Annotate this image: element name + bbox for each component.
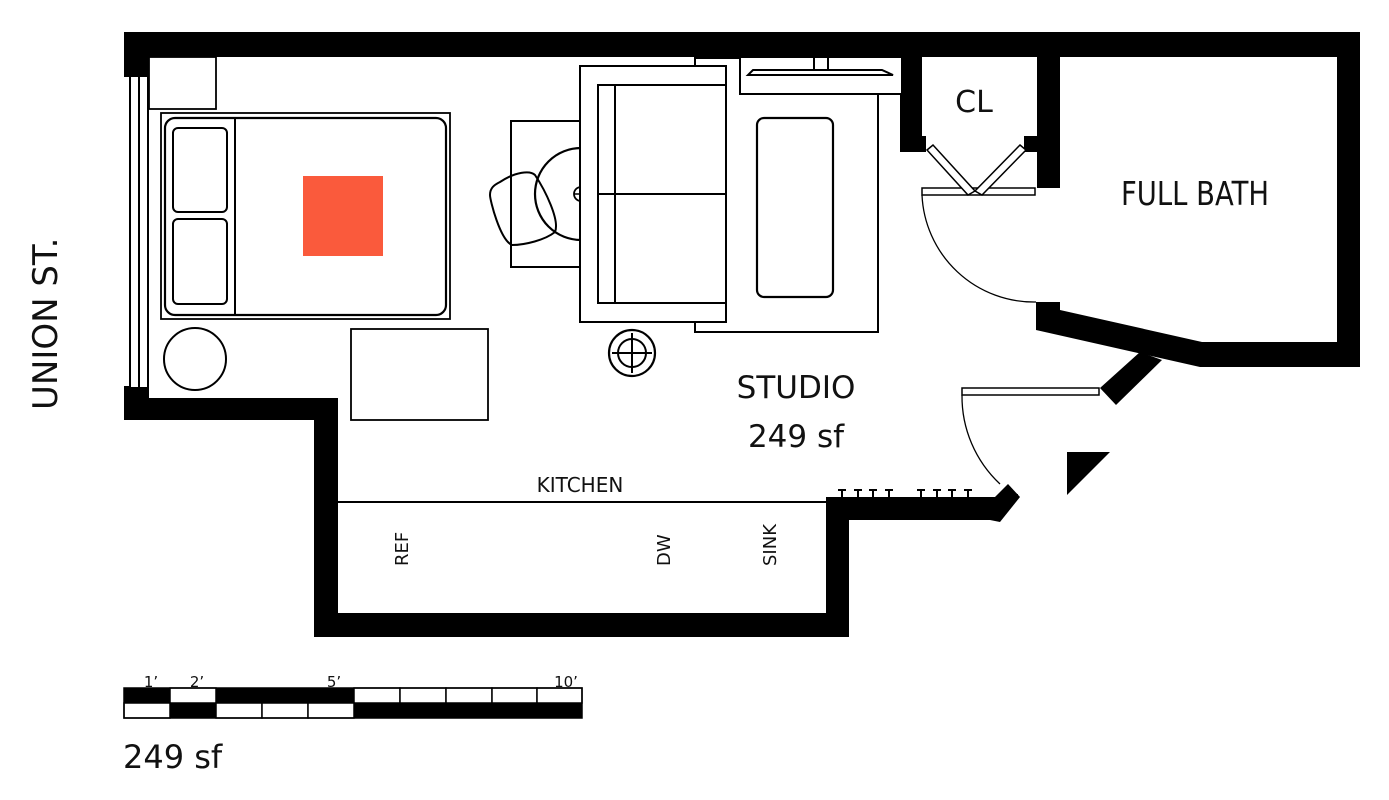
scale-tick-5: 5’	[327, 673, 341, 691]
side-table	[163, 327, 227, 391]
ottoman	[350, 328, 489, 421]
closet-bifold-door[interactable]	[921, 143, 1036, 196]
dw-label: DW	[654, 534, 675, 566]
walls	[124, 32, 1360, 637]
studio-label: STUDIO	[737, 370, 856, 406]
window	[129, 75, 149, 389]
desk-chair	[488, 171, 557, 247]
bottom-left-wall	[124, 398, 336, 420]
kitchen-bottom-wall	[314, 613, 849, 637]
coffee-table	[755, 116, 835, 299]
street-label: UNION ST.	[26, 238, 66, 410]
ref-label: REF	[392, 532, 413, 566]
plant	[607, 328, 657, 378]
closet-left-stub	[900, 136, 926, 152]
left-wall-upper	[124, 32, 149, 77]
tv	[745, 69, 894, 76]
entry-wall-tip	[990, 484, 1020, 522]
bath-bottom-wall	[1036, 302, 1360, 367]
kitchen-right-wall	[826, 497, 849, 637]
wall-hooks	[838, 489, 972, 497]
entry-marker	[1067, 452, 1110, 495]
studio-area: 249 sf	[748, 419, 845, 455]
kitchen-label: KITCHEN	[537, 473, 624, 497]
scale-tick-10: 10’	[554, 673, 578, 691]
closet-label: CL	[955, 85, 993, 120]
top-wall	[124, 32, 1360, 57]
bath-label: FULL BATH	[1121, 174, 1269, 213]
bed	[160, 112, 451, 320]
right-wall	[1337, 32, 1360, 367]
closet-right-stub	[1024, 136, 1038, 152]
furniture	[148, 56, 903, 421]
corner-shelf	[148, 56, 217, 110]
closet-right-wall	[1037, 32, 1060, 188]
closet-left-wall	[900, 32, 922, 152]
sofa	[579, 65, 727, 323]
entry-diagonal-wall	[1100, 352, 1162, 405]
pillow	[172, 218, 228, 305]
kitchen-left-wall	[314, 398, 338, 637]
total-area-label: 249 sf	[123, 738, 223, 776]
sink-label: SINK	[760, 523, 781, 566]
scale-tick-1: 1’	[144, 673, 158, 691]
entry-door[interactable]	[961, 387, 1100, 485]
entry-wall	[826, 494, 1018, 520]
scale-tick-2: 2’	[190, 673, 204, 691]
bath-door[interactable]	[921, 194, 1037, 303]
scale-bar: 1’ 2’ 5’ 10’	[123, 673, 583, 719]
highlight-marker	[303, 176, 383, 256]
pillow	[172, 127, 228, 213]
